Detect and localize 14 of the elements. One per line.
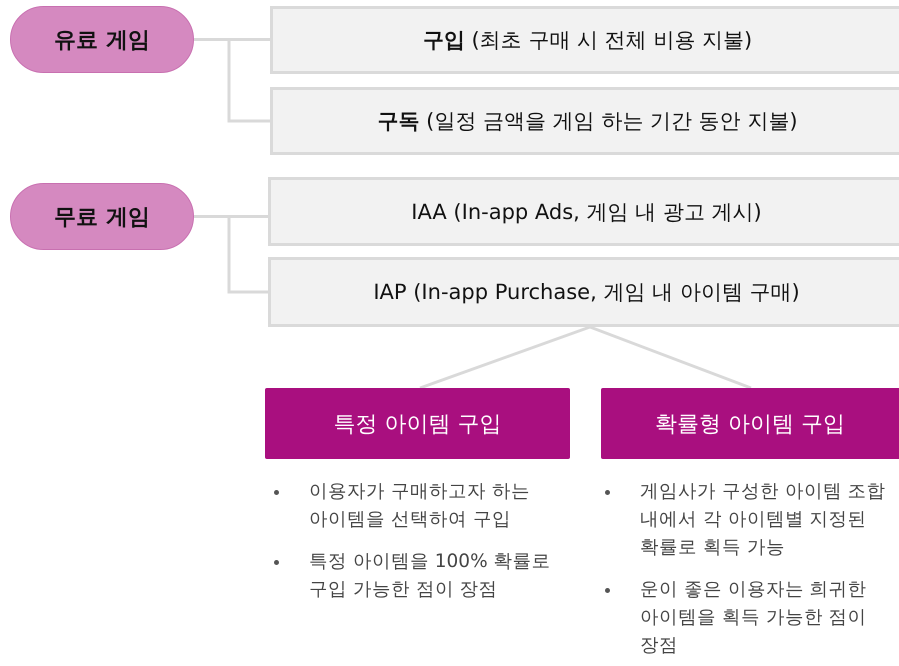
- model-box: IAP (In-app Purchase, 게임 내 아이템 구매): [268, 257, 899, 327]
- connector-line: [589, 326, 752, 390]
- bullet-text: 게임사가 구성한 아이템 조합 내에서 각 아이템별 지정된 확률로 획득 가능: [640, 480, 887, 560]
- category-pill: 무료 게임: [10, 183, 194, 250]
- model-box: 구입 (최초 구매 시 전체 비용 지불): [270, 6, 899, 74]
- bullet-text: 특정 아이템을 100% 확률로 구입 가능한 점이 장점: [309, 550, 552, 602]
- type-box: 특정 아이템 구입: [265, 388, 570, 459]
- bullet-text: 운이 좋은 이용자는 희귀한 아이템을 획득 가능한 점이 장점: [640, 578, 868, 658]
- model-box: IAA (In-app Ads, 게임 내 광고 게시): [268, 177, 899, 246]
- category-pill: 유료 게임: [10, 6, 194, 73]
- connector-line: [420, 326, 590, 390]
- bullet-text: 이용자가 구매하고자 하는 아이템을 선택하여 구입: [309, 480, 531, 532]
- type-box: 확률형 아이템 구입: [601, 388, 899, 459]
- model-box: 구독 (일정 금액을 게임 하는 기간 동안 지불): [270, 87, 899, 155]
